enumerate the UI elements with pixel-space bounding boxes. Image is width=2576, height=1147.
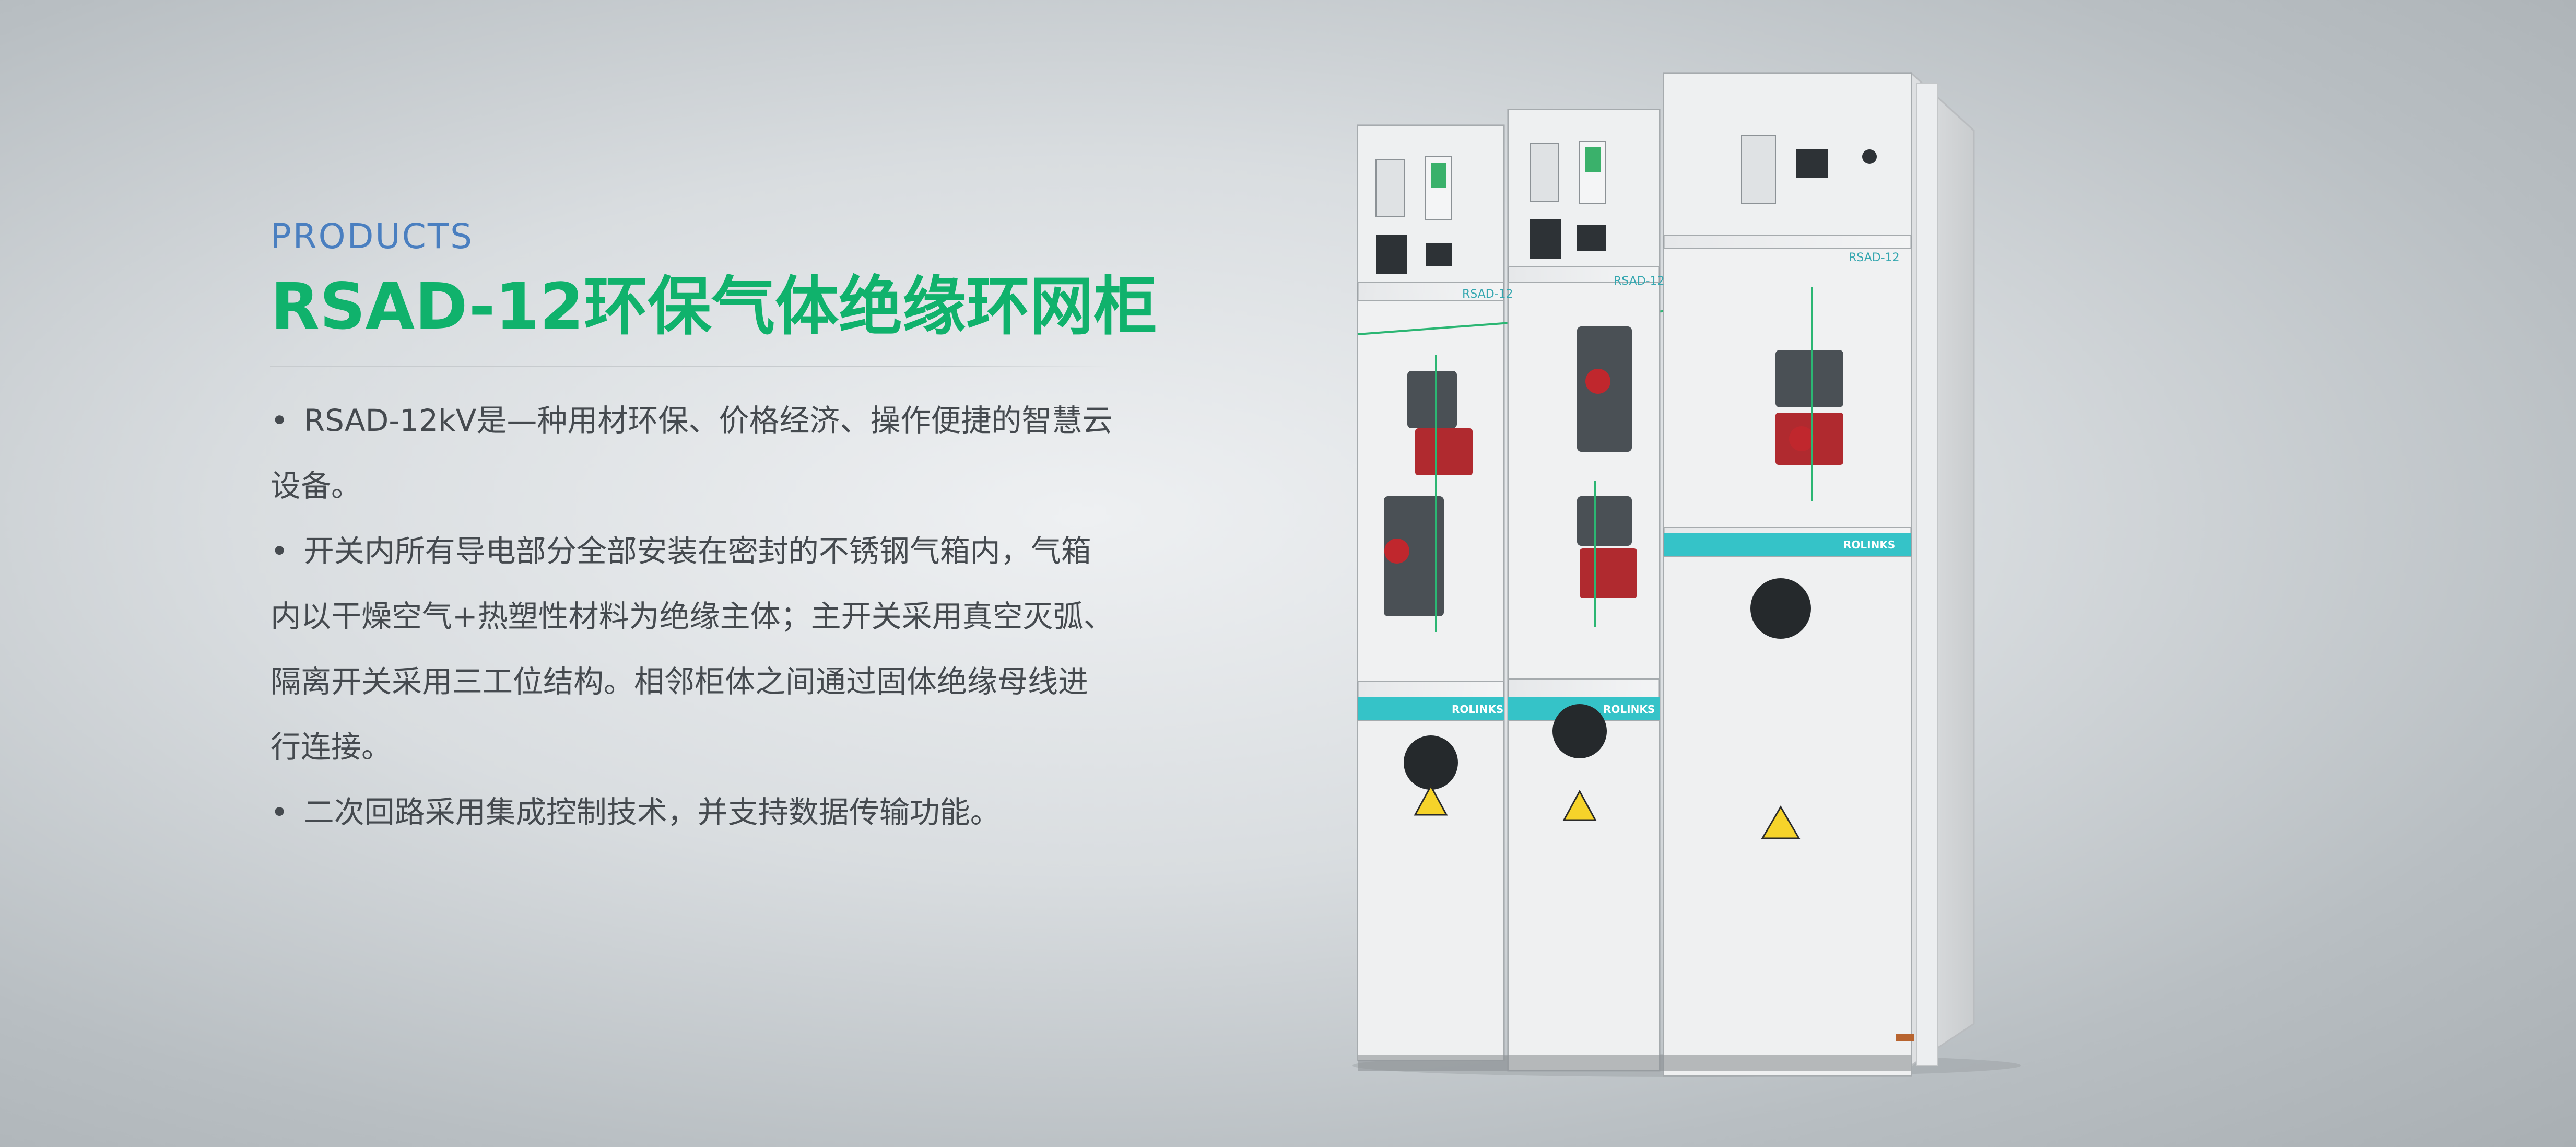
description-bullet: •开关内所有导电部分全部安装在密封的不锈钢气箱内，气箱内以干燥空气+热塑性材料为… xyxy=(270,519,1116,780)
description-bullet: •RSAD-12kV是—种用材环保、价格经济、操作便捷的智慧云设备。 xyxy=(270,388,1116,519)
brand-label: ROLINKS xyxy=(1452,703,1503,716)
product-title: RSAD-12环保气体绝缘环网柜 xyxy=(270,270,1158,344)
description-bullet: •二次回路采用集成控制技术，并支持数据传输功能。 xyxy=(270,780,1116,845)
section-label: PRODUCTS xyxy=(270,216,474,256)
product-intro: PRODUCTS RSAD-12环保气体绝缘环网柜 •RSAD-12kV是—种用… xyxy=(270,216,1158,845)
divider xyxy=(270,366,1111,368)
cabinet-unit-middle xyxy=(1507,109,1661,1072)
cabinet-unit-left xyxy=(1357,124,1912,1061)
cabinet-label: RSAD-12 xyxy=(1849,251,1900,264)
bullet-dot-icon: • xyxy=(270,794,289,830)
product-description: •RSAD-12kV是—种用材环保、价格经济、操作便捷的智慧云设备。 •开关内所… xyxy=(270,388,1116,845)
cabinet-unit-right xyxy=(1663,72,1912,1077)
cabinet-label: RSAD-12 xyxy=(1462,288,1513,301)
bullet-dot-icon: • xyxy=(270,533,289,569)
switchgear-product-image: RSAD-12 RSAD-12 RSAD-12 ROLINKS ROLINKS … xyxy=(1347,63,2094,1081)
brand-label: ROLINKS xyxy=(1603,703,1655,716)
cabinet-label: RSAD-12 xyxy=(1614,275,1665,288)
bullet-dot-icon: • xyxy=(270,403,289,439)
brand-label: ROLINKS xyxy=(1843,539,1895,551)
